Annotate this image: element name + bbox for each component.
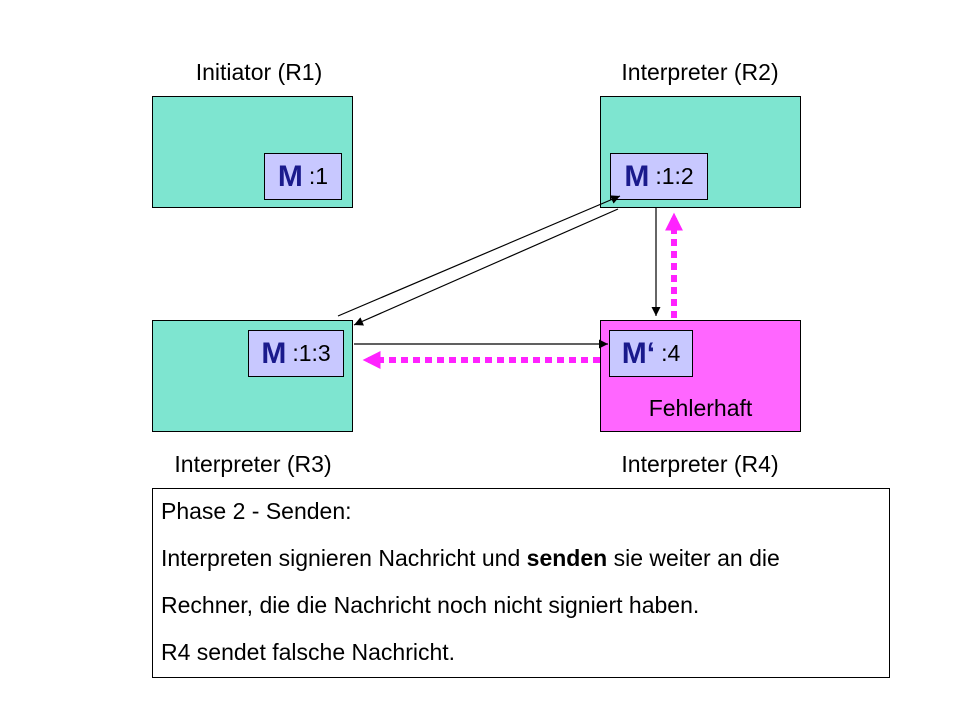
node-label-r2: Interpreter (R2) (621, 59, 779, 85)
message-r1: M :1 (264, 153, 342, 200)
message-r2: M :1:2 (610, 153, 708, 200)
info-line-3: Rechner, die die Nachricht noch nicht si… (161, 592, 700, 618)
message-r2-letter: M (624, 159, 650, 193)
info-line-1: Phase 2 - Senden: (161, 498, 352, 524)
message-r1-letter: M (277, 159, 303, 193)
faulty-note: Fehlerhaft (648, 395, 753, 421)
message-r3-letter: M (261, 336, 287, 370)
message-r4-letter: M‘ (621, 336, 656, 370)
info-line-2-end: sie weiter an die (607, 545, 780, 571)
node-label-r4: Interpreter (R4) (621, 451, 779, 477)
arrow-r3-to-r2 (337, 195, 621, 317)
info-box: Phase 2 - Senden: Interpreten signieren … (152, 488, 890, 678)
message-r4-id: :4 (661, 340, 681, 366)
info-line-2-start: Interpreten signieren Nachricht und (161, 545, 527, 571)
arrow-r2-to-r3 (353, 208, 619, 326)
info-line-2-bold: senden (526, 545, 608, 571)
message-r3: M :1:3 (248, 330, 344, 377)
node-label-r3: Interpreter (R3) (174, 451, 332, 477)
node-label-r1: Initiator (R1) (195, 59, 323, 85)
message-r2-id: :1:2 (655, 163, 694, 189)
info-line-4: R4 sendet falsche Nachricht. (161, 639, 456, 665)
message-r1-id: :1 (308, 163, 329, 189)
info-line-2: Interpreten signieren Nachricht und send… (161, 546, 889, 570)
message-r4: M‘ :4 (609, 330, 693, 377)
message-r3-id: :1:3 (292, 340, 331, 366)
